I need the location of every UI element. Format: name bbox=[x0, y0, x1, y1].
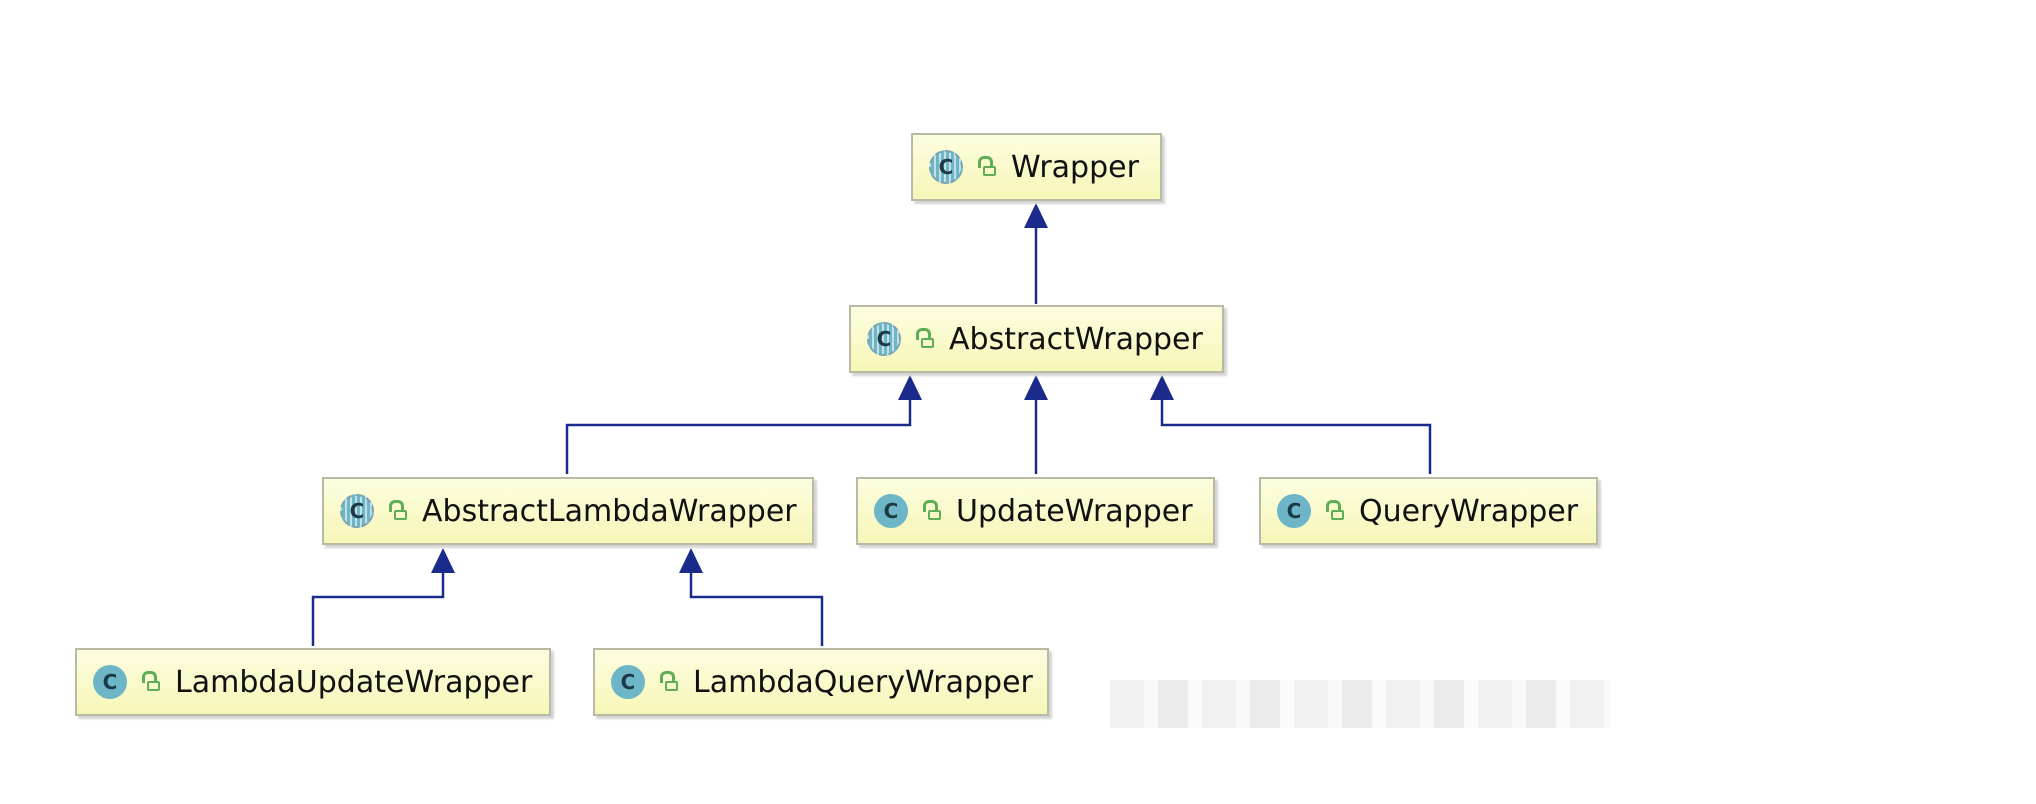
arrowhead-abstractlambdawrapper-right bbox=[679, 548, 703, 573]
class-label: LambdaUpdateWrapper bbox=[175, 664, 533, 700]
public-access-icon bbox=[388, 500, 408, 522]
class-label: QueryWrapper bbox=[1359, 493, 1579, 529]
abstract-class-icon: C bbox=[340, 494, 374, 528]
class-icon: C bbox=[93, 665, 127, 699]
class-node-lambda-query-wrapper[interactable]: C LambdaQueryWrapper bbox=[593, 648, 1049, 716]
abstract-class-icon: C bbox=[929, 150, 963, 184]
class-icon: C bbox=[1277, 494, 1311, 528]
public-access-icon bbox=[659, 671, 679, 693]
edge-abstractlambdawrapper-to-abstractwrapper bbox=[565, 400, 912, 474]
class-node-abstract-lambda-wrapper[interactable]: C AbstractLambdaWrapper bbox=[322, 477, 814, 545]
class-node-update-wrapper[interactable]: C UpdateWrapper bbox=[856, 477, 1215, 545]
arrowhead-abstractwrapper-center bbox=[1024, 375, 1048, 400]
public-access-icon bbox=[922, 500, 942, 522]
public-access-icon bbox=[977, 156, 997, 178]
class-node-wrapper[interactable]: C Wrapper bbox=[911, 133, 1162, 201]
arrowhead-abstractwrapper-right bbox=[1150, 375, 1174, 400]
class-label: AbstractWrapper bbox=[949, 321, 1203, 357]
public-access-icon bbox=[1325, 500, 1345, 522]
class-label: LambdaQueryWrapper bbox=[693, 664, 1033, 700]
class-label: AbstractLambdaWrapper bbox=[422, 493, 797, 529]
class-node-abstract-wrapper[interactable]: C AbstractWrapper bbox=[849, 305, 1224, 373]
edge-lambdaquerywrapper-to-abstractlambdawrapper bbox=[689, 573, 824, 646]
arrowhead-wrapper bbox=[1024, 203, 1048, 228]
class-node-query-wrapper[interactable]: C QueryWrapper bbox=[1259, 477, 1598, 545]
arrowhead-abstractwrapper-left bbox=[898, 375, 922, 400]
edge-querywrapper-to-abstractwrapper bbox=[1160, 400, 1432, 474]
class-label: Wrapper bbox=[1011, 149, 1139, 185]
class-label: UpdateWrapper bbox=[956, 493, 1193, 529]
arrowhead-abstractlambdawrapper-left bbox=[431, 548, 455, 573]
class-node-lambda-update-wrapper[interactable]: C LambdaUpdateWrapper bbox=[75, 648, 551, 716]
class-icon: C bbox=[874, 494, 908, 528]
public-access-icon bbox=[141, 671, 161, 693]
blurred-watermark bbox=[1110, 680, 1610, 728]
class-icon: C bbox=[611, 665, 645, 699]
abstract-class-icon: C bbox=[867, 322, 901, 356]
public-access-icon bbox=[915, 328, 935, 350]
edge-lambdaupdatewrapper-to-abstractlambdawrapper bbox=[311, 573, 445, 646]
